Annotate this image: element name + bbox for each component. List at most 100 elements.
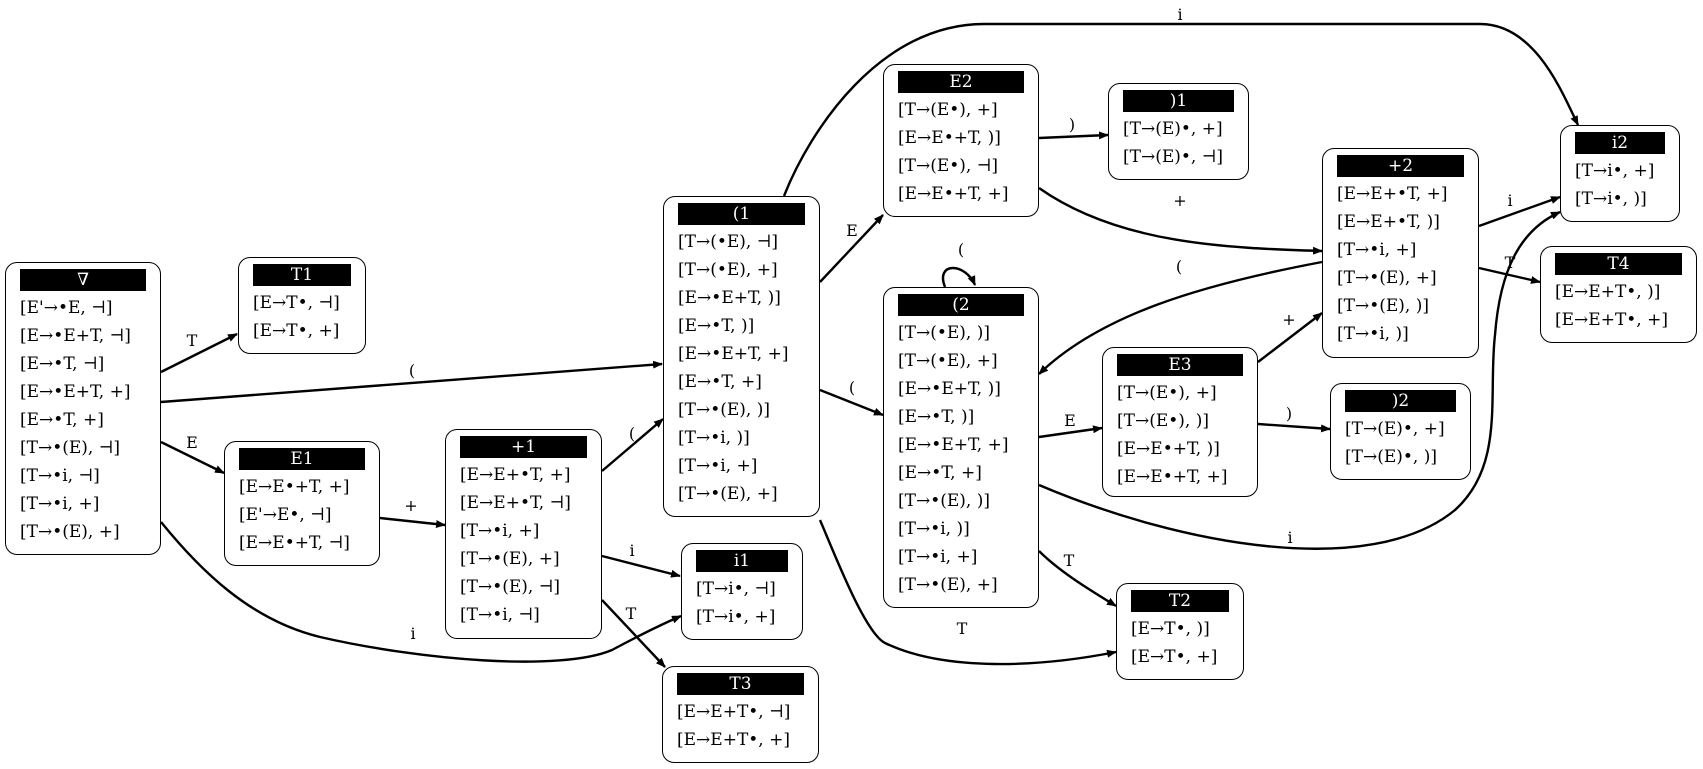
- edge-label: T: [1505, 253, 1516, 272]
- edge-label: E: [186, 433, 198, 452]
- edge-label: T: [626, 604, 637, 623]
- edge-label: (: [1176, 257, 1182, 276]
- edge-label: i: [1287, 528, 1292, 547]
- state-T2: T2[E→T•, )][E→T•, +]: [1116, 583, 1244, 680]
- lr-item: [E→E+T•, ⊣]: [677, 702, 791, 722]
- edge-label: E: [846, 221, 858, 240]
- edge-paren1-to-T2: [818, 519, 1117, 666]
- lr-item: [T→•i, ⊣]: [20, 466, 100, 486]
- lr-item: [E→•T, )]: [678, 316, 755, 336]
- lr-item: [E→•E+T, ⊣]: [20, 326, 131, 346]
- edge-start-to-T1: [160, 332, 238, 374]
- lr-item: [E→•T, +]: [678, 372, 762, 392]
- state-header: (2: [898, 294, 1024, 316]
- state-T3: T3[E→E+T•, ⊣][E→E+T•, +]: [662, 666, 819, 763]
- edge-label: ): [1069, 115, 1075, 134]
- lr-item: [T→•(E), ⊣]: [20, 438, 120, 458]
- state-header: T3: [677, 673, 804, 695]
- edge-paren2-to-E3: [1038, 425, 1103, 439]
- edge-plus2-to-T4: [1478, 266, 1541, 284]
- edge-paren1-to-E2: [819, 214, 884, 283]
- state-paren1: (1 [T→(•E), ⊣] [T→(•E), +] [E→•E+T, )] [E→•T…: [663, 196, 820, 517]
- lr-item: [E→E•+T, )]: [1117, 439, 1220, 459]
- lr-item: [T→•(E), +]: [1337, 268, 1437, 288]
- lr-item: [E→E•+T, +]: [898, 184, 1009, 204]
- state-header: (1: [678, 203, 805, 225]
- lr-item: [E→•E+T, )]: [678, 288, 781, 308]
- lr-item: [E→E+T•, )]: [1555, 282, 1661, 302]
- lr-item: [E→•T, )]: [898, 407, 975, 427]
- lr-item: [E→T•, +]: [253, 321, 340, 341]
- edge-start-to-paren1: [160, 360, 663, 404]
- edge-paren1-to-paren2: [819, 388, 884, 417]
- state-E1: E1[E→E•+T, +][E'→E•, ⊣][E→E•+T, ⊣]: [224, 441, 380, 566]
- edge-label: +: [404, 496, 417, 515]
- lr-item: [T→(E•), +]: [1117, 383, 1217, 403]
- lr-item: [E→T•, +]: [1131, 647, 1218, 667]
- lr-item: [T→•(E), )]: [1337, 296, 1429, 316]
- lr-item: [E→E+•T, +]: [1337, 184, 1448, 204]
- edge-E3-to-plus2: [1257, 312, 1323, 363]
- lr-item: [T→•(E), +]: [898, 575, 998, 595]
- lr-item: [E'→E•, ⊣]: [239, 505, 332, 525]
- state-paren2: (2[T→(•E), )][T→(•E), +][E→•E+T, )][E→•T…: [883, 287, 1039, 608]
- edge-plus1-to-T3: [601, 599, 666, 668]
- state-rparen1: )1[T→(E)•, +][T→(E)•, ⊣]: [1108, 83, 1249, 180]
- state-header: )1: [1123, 90, 1234, 112]
- lr-item: [T→(•E), ⊣]: [678, 232, 778, 252]
- lr-item: [T→•i, )]: [678, 428, 750, 448]
- edge-E2-to-plus2: [1038, 187, 1323, 255]
- lr-item: [T→(•E), +]: [678, 260, 778, 280]
- lr-item: [T→(E•), ⊣]: [898, 156, 998, 176]
- lr-item: [T→(E)•, +]: [1345, 419, 1445, 439]
- edge-label: T: [1064, 551, 1075, 570]
- lr-item: [T→•(E), +]: [460, 549, 560, 569]
- edge-plus2-to-paren2: [1038, 260, 1323, 375]
- state-header: T4: [1555, 253, 1682, 275]
- lr-item: [T→•i, )]: [898, 519, 970, 539]
- state-i2: i2[T→i•, +][T→i•, )]: [1560, 125, 1680, 222]
- state-header: ∇: [20, 269, 146, 291]
- state-plus1: +1[E→E+•T, +][E→E+•T, ⊣][T→•i, +][T→•(E)…: [445, 429, 602, 639]
- edge-label: i: [1177, 5, 1182, 24]
- edge-plus1-to-i1: [601, 554, 681, 578]
- edge-paren2-to-paren2: [941, 266, 977, 288]
- edge-label: (: [849, 378, 855, 397]
- lr-item: [T→•i, +]: [898, 547, 978, 567]
- edge-label: ): [1286, 404, 1292, 423]
- edge-E3-to-rparen2: [1257, 422, 1331, 433]
- edge-plus1-to-paren1: [601, 418, 664, 472]
- lr-item: [E'→•E, ⊣]: [20, 298, 113, 318]
- lr-item: [T→i•, )]: [1575, 189, 1647, 209]
- state-E2: E2[T→(E•), +][E→E•+T, )][T→(E•), ⊣][E→E•…: [883, 64, 1039, 217]
- edge-E2-to-rparen1: [1038, 131, 1109, 140]
- edge-label: T: [957, 619, 968, 638]
- lr-item: [E→T•, ⊣]: [253, 293, 340, 313]
- state-header: T1: [253, 264, 351, 286]
- lr-item: [E→E+•T, +]: [460, 465, 571, 485]
- state-start: ∇[E'→•E, ⊣][E→•E+T, ⊣][E→•T, ⊣][E→•E+T, …: [5, 262, 161, 555]
- lr-item: [E→•E+T, +]: [898, 435, 1009, 455]
- state-i1: i1[T→i•, ⊣][T→i•, +]: [681, 543, 803, 640]
- lr-item: [T→•(E), +]: [20, 522, 120, 542]
- lr-item: [E→E+T•, +]: [1555, 310, 1668, 330]
- edge-label: T: [187, 331, 198, 350]
- lr-item: [E→•E+T, +]: [678, 344, 789, 364]
- state-header: E2: [898, 71, 1024, 93]
- lr-item: [T→(•E), +]: [898, 351, 998, 371]
- lr-item: [E→E•+T, )]: [898, 128, 1001, 148]
- edge-label: (: [409, 361, 415, 380]
- lr-item: [T→•(E), +]: [678, 484, 778, 504]
- lr-item: [E→E+•T, )]: [1337, 212, 1440, 232]
- lr-item: [T→i•, +]: [696, 607, 776, 627]
- edge-start-to-i1: [160, 521, 682, 663]
- lr-item: [E→•T, +]: [898, 463, 982, 483]
- lr-item: [T→•i, +]: [20, 494, 100, 514]
- lr-item: [T→•i, +]: [1337, 240, 1417, 260]
- edge-label: +: [1173, 191, 1186, 210]
- edge-label: i: [1507, 191, 1512, 210]
- lr-item: [T→•(E), )]: [898, 491, 990, 511]
- state-header: i2: [1575, 132, 1665, 154]
- state-header: T2: [1131, 590, 1229, 612]
